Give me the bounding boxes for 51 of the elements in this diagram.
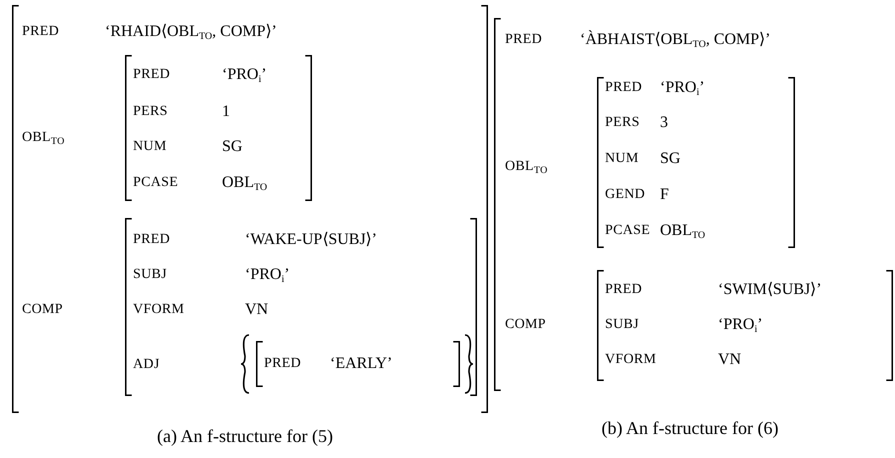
attribute-name: COMP [505, 316, 546, 334]
attribute-value: ‘EARLY’ [330, 354, 392, 374]
attribute-value-matrix [494, 18, 895, 391]
attribute-value: F [660, 185, 669, 205]
attribute-value: SG [222, 137, 242, 157]
attribute-name: ADJ [133, 356, 160, 374]
attribute-name: PRED [133, 66, 170, 84]
attribute-name: PRED [264, 355, 301, 373]
attribute-name: PERS [133, 103, 168, 121]
attribute-name: PRED [22, 23, 59, 41]
attribute-value-matrix [256, 341, 460, 387]
attribute-value: 3 [660, 113, 668, 133]
attribute-name: PRED [133, 231, 170, 249]
attribute-name: PRED [605, 281, 642, 299]
attribute-value: VN [245, 300, 268, 320]
attribute-name: NUM [605, 150, 639, 168]
attribute-value: OBL$_{TO}$ [222, 173, 268, 193]
attribute-value: ‘PRO$_{i}$’ [718, 315, 763, 335]
attribute-value: 1 [222, 102, 230, 122]
attribute-value: ‘PRO$_{i}$’ [222, 65, 267, 85]
attribute-name: PRED [605, 79, 642, 97]
attribute-name: SUBJ [605, 316, 639, 334]
attribute-value: ‘WAKE-UP⟨SUBJ⟩’ [245, 230, 377, 250]
attribute-name: GEND [605, 186, 646, 204]
attribute-value-matrix [597, 270, 893, 381]
attribute-value-matrix [597, 77, 795, 248]
attribute-name: SUBJ [133, 266, 167, 284]
attribute-value: ‘SWIM⟨SUBJ⟩’ [718, 280, 822, 300]
figure-caption: (a) An f-structure for (5) [157, 425, 333, 447]
attribute-value: ‘RHAID⟨OBL$_{TO}$, COMP⟩’ [105, 22, 277, 42]
attribute-name: OBL$_{TO}$ [22, 129, 65, 148]
attribute-value-matrix [125, 55, 312, 201]
set-braces [240, 334, 474, 394]
attribute-name: NUM [133, 138, 167, 156]
attribute-name: PERS [605, 114, 640, 132]
attribute-name: VFORM [605, 351, 656, 369]
attribute-value: VN [718, 350, 742, 370]
attribute-name: PCASE [133, 174, 178, 192]
attribute-name: COMP [22, 301, 63, 319]
attribute-name: PCASE [605, 222, 650, 240]
attribute-value: ‘ÀBHAIST⟨OBL$_{TO}$, COMP⟩’ [580, 30, 771, 50]
attribute-value: ‘PRO$_{i}$’ [660, 78, 705, 98]
attribute-value: ‘PRO$_{i}$’ [245, 265, 290, 285]
attribute-value-matrix [12, 5, 488, 413]
attribute-name: OBL$_{TO}$ [505, 158, 548, 177]
attribute-value-matrix [125, 218, 477, 396]
attribute-value: OBL$_{TO}$ [660, 221, 706, 241]
attribute-name: PRED [505, 31, 542, 49]
figure-caption: (b) An f-structure for (6) [602, 417, 778, 439]
attribute-name: VFORM [133, 301, 184, 319]
attribute-value: SG [660, 149, 680, 169]
